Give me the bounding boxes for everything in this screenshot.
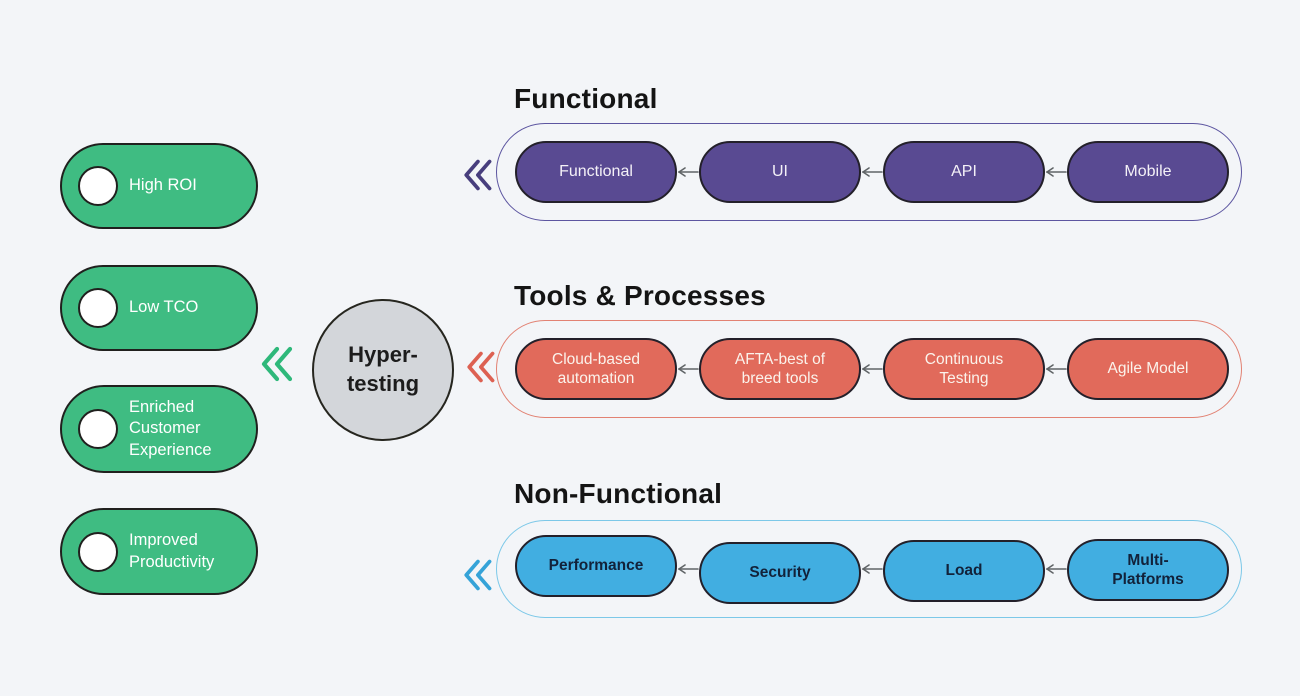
benefit-pill-high-roi: High ROI [60,143,258,229]
node-pill: Mobile [1067,141,1229,203]
arrow-left-connector [861,166,883,178]
node-pill: Multi- Platforms [1067,539,1229,601]
node-pill: Security [699,542,861,604]
benefit-label: Low TCO [129,298,199,317]
benefit-label: Enriched Customer Experience [129,397,212,459]
benefit-pill-low-tco: Low TCO [60,265,258,351]
chevron-left-blue-icon [460,556,494,599]
arrow-left-connector [677,563,699,575]
chevron-left-coral-icon [463,348,497,391]
chevron-left-purple-icon [460,156,494,199]
bullet-circle-icon [78,166,118,206]
arrow-left-connector [861,363,883,375]
category-title-functional: Functional [514,83,658,114]
arrow-left-connector [1045,166,1067,178]
arrow-left-connector [677,166,699,178]
benefit-label: High ROI [129,176,197,195]
bullet-circle-icon [78,409,118,449]
bullet-circle-icon [78,288,118,328]
node-pill: Functional [515,141,677,203]
category-container-non-functional: Performance Security Load Multi- Platfor… [496,520,1242,618]
arrow-left-connector [1045,563,1067,575]
node-pill: Cloud-based automation [515,338,677,400]
arrow-left-connector [1045,363,1067,375]
chevron-left-green-icon [257,343,295,390]
category-container-tools-processes: Cloud-based automation AFTA-best of bree… [496,320,1242,418]
node-pill: API [883,141,1045,203]
benefit-pill-enriched-customer-experience: Enriched Customer Experience [60,385,258,473]
node-pill: AFTA-best of breed tools [699,338,861,400]
category-container-functional: Functional UI API Mobile [496,123,1242,221]
arrow-left-connector [677,363,699,375]
node-pill: Performance [515,535,677,597]
hypertesting-node: Hyper- testing [312,299,454,441]
benefit-pill-improved-productivity: Improved Productivity [60,508,258,595]
node-pill: Continuous Testing [883,338,1045,400]
category-title-tools-processes: Tools & Processes [514,280,766,311]
benefit-label: Improved Productivity [129,531,215,571]
node-pill: UI [699,141,861,203]
node-pill: Load [883,540,1045,602]
arrow-left-connector [861,563,883,575]
category-title-non-functional: Non-Functional [514,478,723,509]
node-pill: Agile Model [1067,338,1229,400]
bullet-circle-icon [78,531,118,572]
hypertesting-node-label: Hyper- testing [346,342,420,396]
